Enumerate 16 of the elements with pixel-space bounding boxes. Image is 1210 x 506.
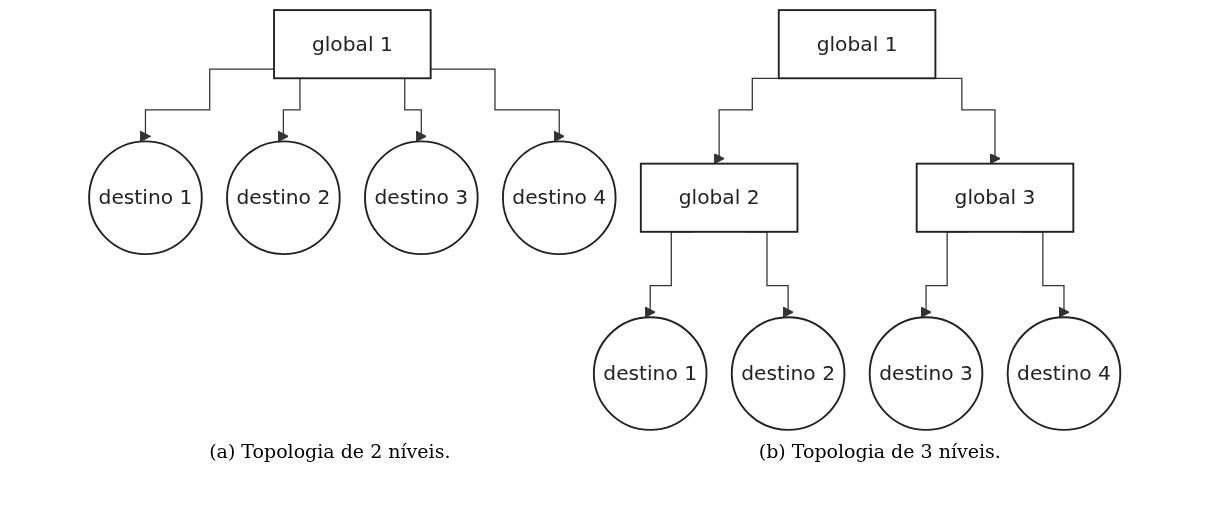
figure-caption: (b) Topologia de 3 níveis.	[758, 440, 1001, 462]
node-circle: destino 1	[593, 316, 708, 431]
node-circle: destino 3	[364, 140, 479, 256]
node-box: global 1	[273, 9, 432, 80]
node-circle: destino 2	[731, 316, 846, 431]
node-box: global 2	[640, 162, 799, 233]
node-circle: destino 1	[88, 140, 203, 256]
node-circle: destino 3	[869, 316, 984, 431]
node-box: global 1	[778, 9, 937, 80]
arrow	[140, 68, 275, 142]
node-circle: destino 4	[1006, 316, 1122, 431]
arrow	[430, 68, 566, 142]
figure-caption: (a) Topologia de 2 níveis.	[209, 440, 451, 462]
node-circle: destino 2	[226, 140, 341, 256]
node-circle: destino 4	[502, 140, 617, 256]
node-box: global 3	[916, 162, 1075, 233]
